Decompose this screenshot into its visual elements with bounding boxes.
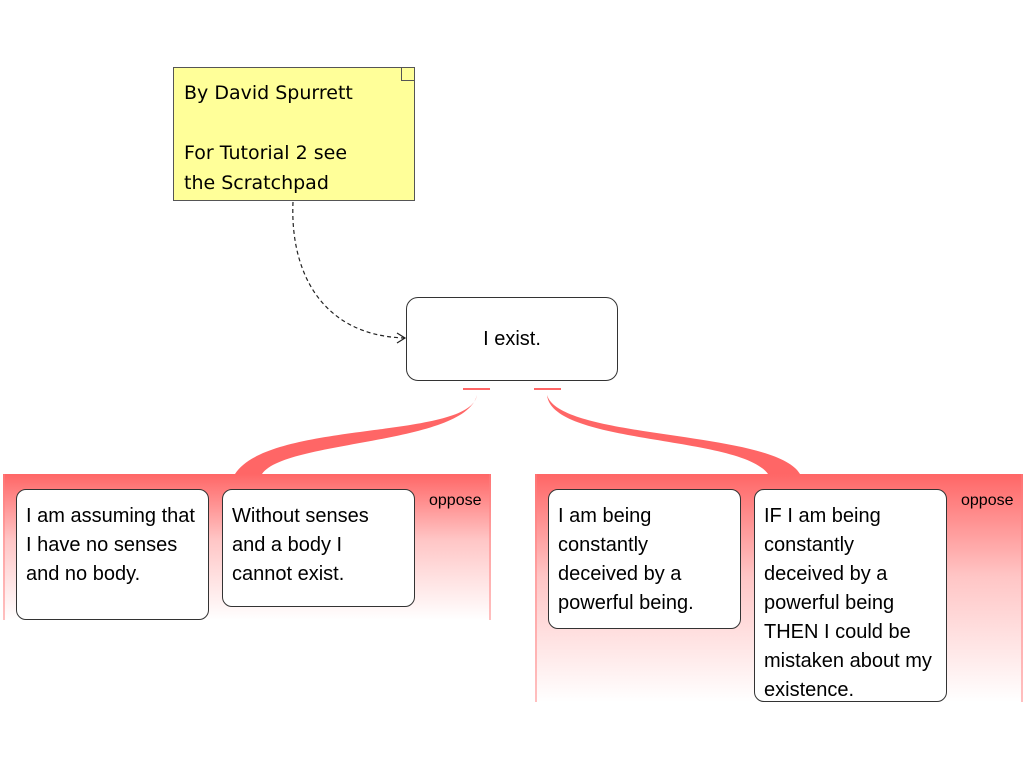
objection-connector-right — [547, 395, 800, 474]
premise-text: IF I am being constantly deceived by a p… — [764, 505, 932, 701]
note-link-dashed — [292, 201, 405, 339]
premise-box[interactable]: Without senses and a body I cannot exist… — [222, 489, 415, 607]
sticky-note[interactable]: By David Spurrett For Tutorial 2 see the… — [173, 67, 415, 201]
premise-text: I am being constantly deceived by a powe… — [558, 505, 694, 614]
oppose-label-right: oppose — [961, 492, 1014, 509]
note-link-arrowhead — [396, 332, 407, 344]
note-fold-corner — [401, 68, 414, 81]
main-claim-text: I exist. — [483, 327, 541, 350]
note-scratchpad-line: the Scratchpad — [184, 172, 329, 194]
note-tutorial-line: For Tutorial 2 see — [184, 142, 348, 164]
objection-connector-left — [235, 395, 477, 474]
premise-box[interactable]: IF I am being constantly deceived by a p… — [754, 489, 947, 702]
note-author-line: By David Spurrett — [184, 82, 353, 104]
premise-text: Without senses and a body I cannot exist… — [232, 505, 369, 585]
premise-text: I am assuming that I have no senses and … — [26, 505, 195, 585]
premise-box[interactable]: I am assuming that I have no senses and … — [16, 489, 209, 620]
premise-box[interactable]: I am being constantly deceived by a powe… — [548, 489, 741, 629]
main-claim-box[interactable]: I exist. — [406, 297, 618, 381]
oppose-label-left: oppose — [429, 492, 482, 509]
